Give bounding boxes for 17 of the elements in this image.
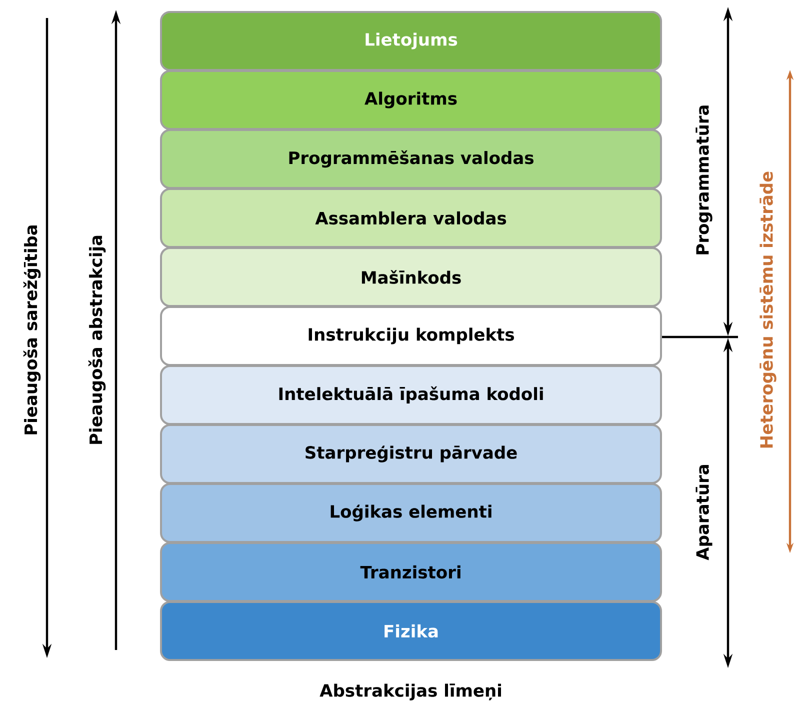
layer-box: Intelektuālā īpašuma kodoli <box>160 365 662 425</box>
layer-box: Algoritms <box>160 70 662 130</box>
layer-box: Instrukciju komplekts <box>160 306 662 366</box>
rotated-label: Pieaugoša abstrakcija <box>88 236 106 444</box>
layer-box: Loģikas elementi <box>160 483 662 543</box>
layer-box: Fizika <box>160 601 662 661</box>
layer-box: Starpreģistru pārvade <box>160 424 662 484</box>
layer-box: Tranzistori <box>160 542 662 602</box>
layer-box: Mašīnkods <box>160 247 662 307</box>
layer-box: Assamblera valodas <box>160 188 662 248</box>
rotated-label: Programmatūra <box>696 106 712 254</box>
rotated-label: Pieaugoša sarežģītiba <box>23 225 41 434</box>
rotated-label: Heterogēnu sistēmu izstrāde <box>760 172 776 448</box>
layer-box: Lietojums <box>160 11 662 71</box>
rotated-label: Aparatūra <box>696 464 712 560</box>
layer-box: Programmēšanas valodas <box>160 129 662 189</box>
caption: Abstrakcijas līmeņi <box>320 684 501 700</box>
